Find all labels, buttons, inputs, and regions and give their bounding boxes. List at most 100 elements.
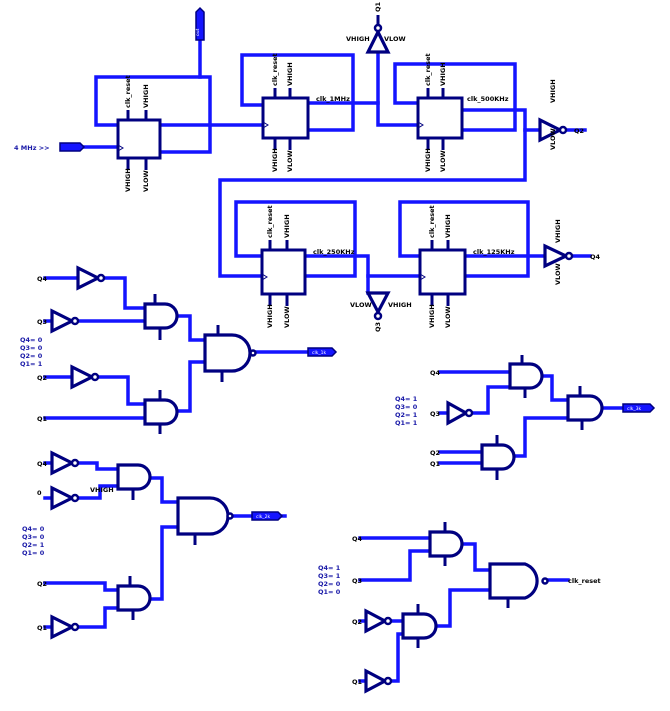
clock-label-1: clk_1MHz — [316, 95, 350, 103]
ff4-vhigh: VHIGH — [266, 304, 274, 328]
input-port-4mhz[interactable] — [59, 142, 86, 152]
buf-q1-top: Q1 — [374, 1, 382, 12]
clock-label-4: clk_125KHz — [473, 248, 515, 256]
dec2-q2: Q2 — [37, 580, 47, 588]
decoder-block-1-gates — [50, 265, 257, 434]
buf-q3-left: VLOW — [350, 301, 372, 309]
ff5-vhigh-top: VHIGH — [444, 214, 452, 238]
clk2k-port-text: clk_2k — [256, 514, 270, 520]
buffer-q4 — [543, 243, 574, 269]
decoder-block-4-wires — [358, 536, 570, 683]
ff5-vlow: VLOW — [444, 306, 452, 328]
decoder-block-4-gates — [364, 522, 549, 694]
buf-q3-right: VHIGH — [388, 301, 412, 309]
buf-q4-vhigh: VHIGH — [554, 219, 562, 243]
dec4-line-3: Q1= 0 — [318, 588, 341, 596]
dec1-q3: Q3 — [37, 318, 47, 326]
flip-flop-4 — [260, 240, 307, 306]
dec2-q4: Q4 — [37, 460, 48, 468]
buf-q1-left: VHIGH — [346, 35, 370, 43]
output-port-top[interactable] — [195, 6, 205, 41]
dec2-line-1: Q3= 0 — [22, 533, 45, 541]
dec1-line-1: Q3= 0 — [20, 344, 43, 352]
dec2-line-3: Q1= 0 — [22, 549, 45, 557]
ff2-vlow: VLOW — [286, 150, 294, 172]
buffer-q3 — [365, 291, 391, 321]
out-clk-reset: clk_reset — [568, 577, 601, 585]
buffer-q2 — [538, 117, 568, 143]
dec3-q3: Q3 — [430, 410, 440, 418]
row2-wires — [234, 200, 592, 295]
labels: 4 MHz >> clk_1MHz clk_500KHz clk_250KHz … — [14, 1, 601, 686]
ff3-vhigh-top: VHIGH — [439, 62, 447, 86]
dec4-line-0: Q4= 1 — [318, 564, 341, 572]
buf-q2-vhigh: VHIGH — [549, 79, 557, 103]
dec2-q1: Q1 — [37, 624, 48, 632]
output-port-clk-3k[interactable] — [622, 403, 656, 413]
top-row-wires — [78, 38, 587, 278]
dec4-q1: Q1 — [352, 678, 363, 686]
ff4-vlow: VLOW — [283, 306, 291, 328]
top-port-text: out — [195, 28, 201, 36]
dec3-line-0: Q4= 1 — [395, 395, 418, 403]
dec3-line-2: Q2= 1 — [395, 411, 418, 419]
dec4-line-2: Q2= 0 — [318, 580, 341, 588]
dec4-q4: Q4 — [352, 535, 363, 543]
dec3-q1: Q1 — [430, 460, 441, 468]
clock-label-3: clk_250KHz — [313, 248, 355, 256]
dec3-line-1: Q3= 0 — [395, 403, 418, 411]
dec2-line-0: Q4= 0 — [22, 525, 45, 533]
flip-flop-5 — [418, 240, 467, 306]
clk3k-port-text: clk_3k — [627, 406, 641, 412]
dec1-q4: Q4 — [37, 275, 48, 283]
dec2-vhigh: VHIGH — [90, 486, 114, 494]
dec1-line-2: Q2= 0 — [20, 352, 43, 360]
out-q4: Q4 — [590, 253, 601, 261]
ff5-clkreset: clk_reset — [428, 205, 436, 238]
dec1-q2: Q2 — [37, 374, 47, 382]
ff2-vhigh: VHIGH — [271, 148, 279, 172]
decoder-block-2-gates — [50, 450, 234, 640]
dec4-q2: Q2 — [352, 618, 362, 626]
ff3-vhigh: VHIGH — [424, 148, 432, 172]
ff5-vhigh: VHIGH — [428, 304, 436, 328]
buf-q2-vlow: VLOW — [549, 128, 557, 150]
ff4-vhigh-top: VHIGH — [283, 214, 291, 238]
dec1-line-3: Q1= 1 — [20, 360, 43, 368]
decoder-block-1-wires — [43, 276, 312, 420]
flip-flop-1 — [116, 110, 162, 170]
clk1k-port-text: clk_1k — [312, 350, 326, 356]
dec1-q1: Q1 — [37, 415, 48, 423]
decoder-block-3-gates — [446, 355, 604, 480]
decoder-block-2-wires — [43, 461, 287, 629]
ff2-clkreset: clk_reset — [271, 53, 279, 86]
ff3-clkreset: clk_reset — [424, 53, 432, 86]
buffer-q1 — [365, 15, 391, 54]
dec2-line-2: Q2= 1 — [22, 541, 45, 549]
dec3-q4: Q4 — [430, 369, 441, 377]
dec4-q3: Q3 — [352, 577, 362, 585]
ff2-vhigh-top: VHIGH — [286, 62, 294, 86]
dec3-q2: Q2 — [430, 449, 440, 457]
buf-q4-vlow: VLOW — [554, 263, 562, 285]
ff1-vhigh: VHIGH — [124, 168, 132, 192]
dec2-zero: 0 — [37, 489, 42, 497]
output-port-clk-2k[interactable] — [251, 511, 284, 521]
clock-label-2: clk_500KHz — [467, 95, 509, 103]
ff1-vlow: VLOW — [142, 170, 150, 192]
flip-flop-2 — [261, 88, 310, 150]
output-port-clk-1k[interactable] — [307, 347, 338, 357]
input-label: 4 MHz >> — [14, 144, 50, 152]
out-q2: Q2 — [574, 127, 584, 135]
ff1-vhigh-top: VHIGH — [142, 84, 150, 108]
dec1-line-0: Q4= 0 — [20, 336, 43, 344]
dec3-line-3: Q1= 1 — [395, 419, 418, 427]
ff4-clkreset: clk_reset — [266, 205, 274, 238]
dec4-line-1: Q3= 1 — [318, 572, 341, 580]
flip-flop-3 — [416, 88, 464, 150]
buf-q3-bottom: Q3 — [374, 322, 382, 332]
ff3-vlow: VLOW — [439, 150, 447, 172]
buf-q1-right: VLOW — [384, 35, 406, 43]
ff1-clkreset: clk_reset — [124, 75, 132, 108]
